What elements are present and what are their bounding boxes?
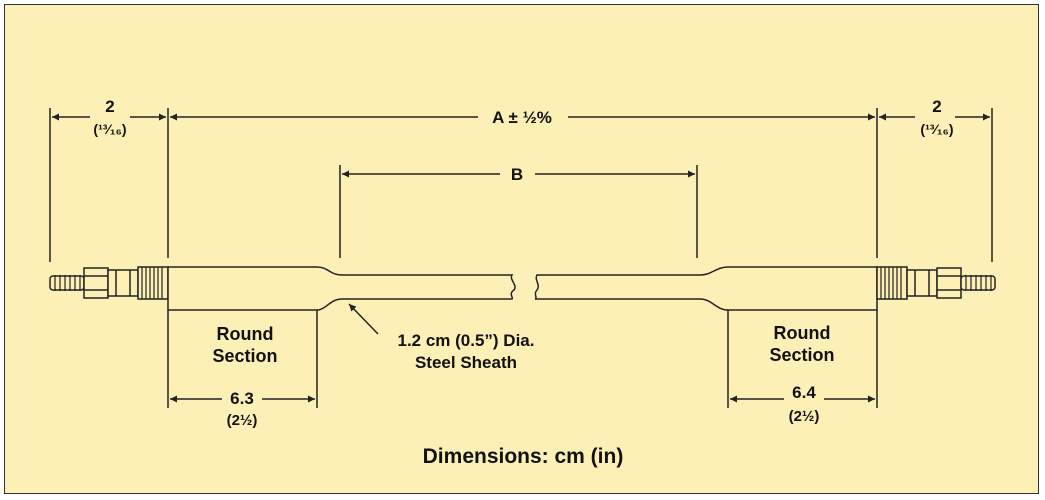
left-round-dimension-inches: (2½): [227, 412, 258, 429]
diagram-frame: [4, 4, 1039, 494]
left-end-dimension-inches: (¹³⁄₁₆): [93, 121, 126, 137]
right-round-section-label-line1: Round: [774, 323, 831, 343]
left-round-section-label-line2: Section: [212, 346, 277, 366]
right-round-dimension: 6.4: [792, 383, 816, 402]
right-round-section-label-line2: Section: [769, 345, 834, 365]
left-end-dimension: 2: [105, 97, 114, 116]
extension-lines: [49, 108, 993, 408]
overall-length-dimension: A ± ½%: [492, 108, 552, 127]
left-round-dimension: 6.3: [230, 389, 254, 408]
right-end-fitting: [876, 266, 996, 300]
left-end-fitting: [49, 266, 169, 300]
inner-length-dimension: B: [511, 165, 523, 184]
sheath-label-line1: 1.2 cm (0.5”) Dia.: [397, 331, 534, 350]
right-end-dimension-inches: (¹³⁄₁₆): [920, 121, 953, 137]
right-end-dimension: 2: [932, 97, 941, 116]
dimension-lines: [52, 113, 990, 403]
right-sheath: [534, 266, 878, 311]
left-sheath: [167, 266, 516, 311]
sheath-label-line2: Steel Sheath: [415, 353, 517, 372]
units-caption: Dimensions: cm (in): [423, 445, 624, 468]
right-round-dimension-inches: (2½): [789, 408, 820, 425]
left-round-section-label-line1: Round: [217, 324, 274, 344]
